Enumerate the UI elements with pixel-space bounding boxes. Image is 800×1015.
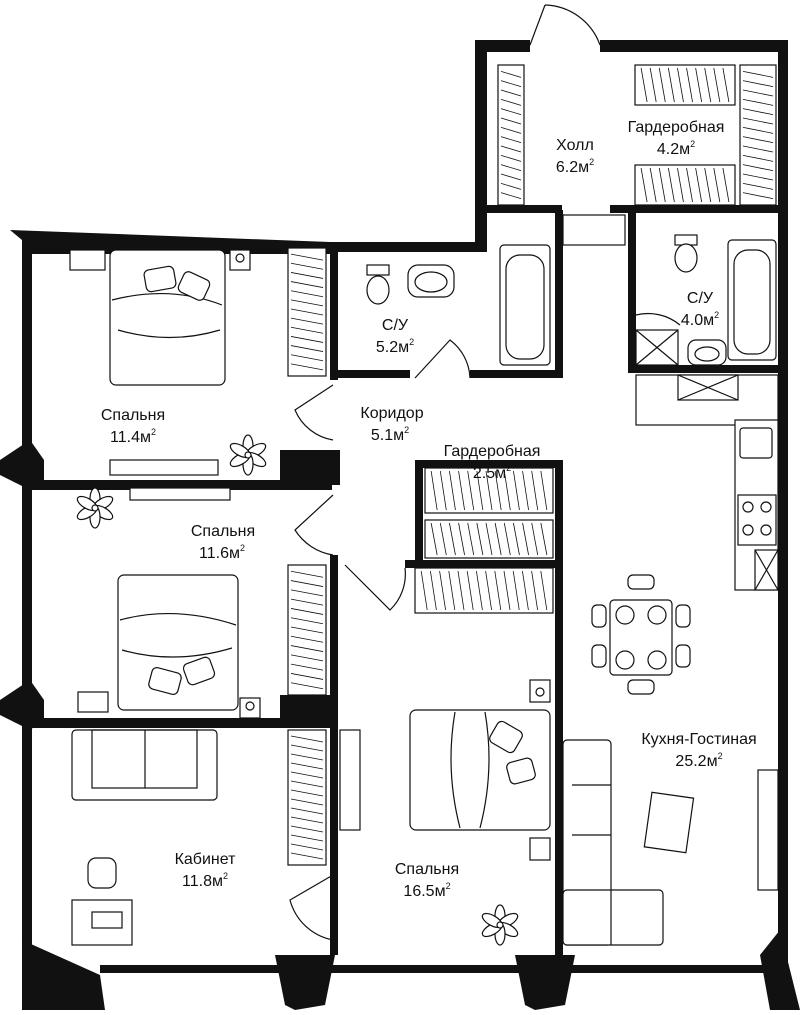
- door-swing-icon: [635, 312, 681, 326]
- room-area-wardrobe-1: 4.2м2: [657, 139, 695, 158]
- room-name-bedroom-3: Спальня: [395, 861, 459, 878]
- room-name-bedroom-1: Спальня: [101, 407, 165, 424]
- room-name-hall: Холл: [556, 137, 594, 154]
- room-name-bathroom-1: С/У: [382, 317, 409, 334]
- room-name-wardrobe-2: Гардеробная: [444, 443, 541, 460]
- room-area-wardrobe-2: 2.5м2: [473, 463, 511, 482]
- room-area-hall: 6.2м2: [556, 157, 594, 176]
- plant-icon: [76, 434, 519, 946]
- stove-icon: [737, 494, 777, 546]
- desk-icon: [71, 857, 133, 946]
- room-area-bathroom-2: 4.0м2: [681, 310, 719, 329]
- room-name-corridor: Коридор: [360, 405, 423, 422]
- room-area-study: 11.8м2: [182, 871, 228, 890]
- door-swing-icon: [529, 4, 601, 46]
- door-swing-icon: [414, 339, 471, 379]
- doors: [289, 4, 681, 941]
- room-area-bedroom-2: 11.6м2: [199, 543, 245, 562]
- plant-icon: [76, 487, 114, 529]
- sofa-icon: [562, 739, 779, 946]
- room-name-bedroom-2: Спальня: [191, 523, 255, 540]
- toilet-icon: [366, 264, 390, 305]
- plant-icon: [481, 904, 519, 946]
- door-swing-icon: [294, 494, 334, 556]
- door-swing-icon: [289, 874, 334, 941]
- bathroom-fixtures: [366, 214, 777, 366]
- room-name-kitchen-living: Кухня-Гостиная: [641, 731, 756, 748]
- sofa-icon: [71, 729, 218, 801]
- door-swing-icon: [294, 384, 334, 441]
- toilet-icon: [674, 234, 698, 273]
- plant-icon: [229, 434, 267, 476]
- room-name-study: Кабинет: [175, 851, 237, 868]
- dining-table-icon: [591, 574, 691, 695]
- room-area-corridor: 5.1м2: [371, 425, 409, 444]
- room-area-bedroom-3: 16.5м2: [403, 881, 450, 900]
- bathtub-icon: [499, 244, 551, 366]
- room-name-bathroom-2: С/У: [687, 290, 714, 307]
- room-name-wardrobe-1: Гардеробная: [628, 119, 725, 136]
- sink-icon: [407, 264, 455, 298]
- bathtub-icon: [727, 239, 777, 361]
- room-area-bathroom-1: 5.2м2: [376, 337, 414, 356]
- sink-icon: [687, 339, 727, 366]
- room-area-kitchen-living: 25.2м2: [675, 751, 722, 770]
- room-area-bedroom-1: 11.4м2: [110, 427, 156, 446]
- nightstands: [69, 249, 551, 861]
- bed-icon: [109, 249, 226, 386]
- kitchen: [635, 374, 779, 591]
- bed-icon: [409, 709, 551, 831]
- interior-walls: [32, 205, 780, 955]
- closet-icon: [287, 64, 777, 866]
- bed-icon: [117, 574, 239, 711]
- door-swing-icon: [344, 564, 406, 611]
- outer-walls: [0, 40, 800, 1010]
- room-labels: Холл 6.2м2 Гардеробная 4.2м2 С/У 5.2м2 С…: [101, 119, 757, 900]
